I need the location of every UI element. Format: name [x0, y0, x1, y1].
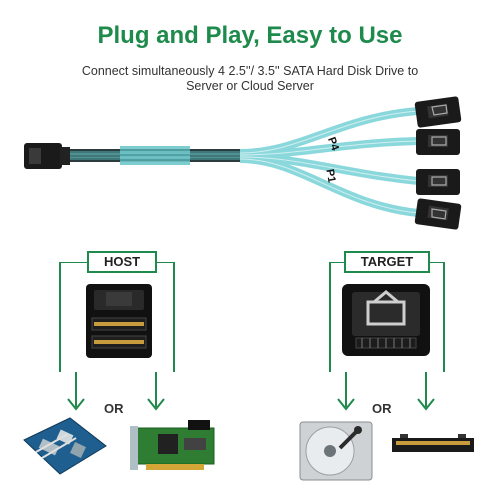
motherboard-icon	[23, 417, 107, 475]
target-label: TARGET	[344, 251, 430, 273]
hard-disk-drive-icon	[299, 421, 373, 481]
raid-card-icon	[130, 420, 215, 470]
sas-to-sata-cable-illustration: P4 P1	[24, 96, 462, 230]
subline: Connect simultaneously 4 2.5''/ 3.5'' SA…	[30, 64, 470, 94]
cable-label-p4: P4	[325, 136, 341, 154]
subline-line-1: Connect simultaneously 4 2.5''/ 3.5'' SA…	[81, 64, 419, 78]
headline: Plug and Play, Easy to Use	[97, 22, 403, 49]
braided-cable	[70, 146, 240, 165]
target-diagram-lines	[329, 262, 445, 411]
sata-connector-p2	[416, 169, 460, 195]
target-or-text: OR	[372, 401, 392, 416]
sata-port-icon	[342, 284, 430, 356]
host-diagram-lines	[59, 262, 175, 411]
mini-sas-connector	[24, 143, 70, 169]
host-label: HOST	[87, 251, 157, 273]
sata-connector-p1	[414, 198, 462, 230]
sata-connector-p4	[414, 96, 462, 128]
cable-label-p1: P1	[323, 168, 337, 183]
sata-connector-p3	[416, 129, 460, 155]
backplane-connector-icon	[392, 434, 474, 452]
subline-line-2: Server or Cloud Server	[186, 79, 314, 93]
mini-sas-port-icon	[86, 284, 152, 358]
host-or-text: OR	[104, 401, 124, 416]
